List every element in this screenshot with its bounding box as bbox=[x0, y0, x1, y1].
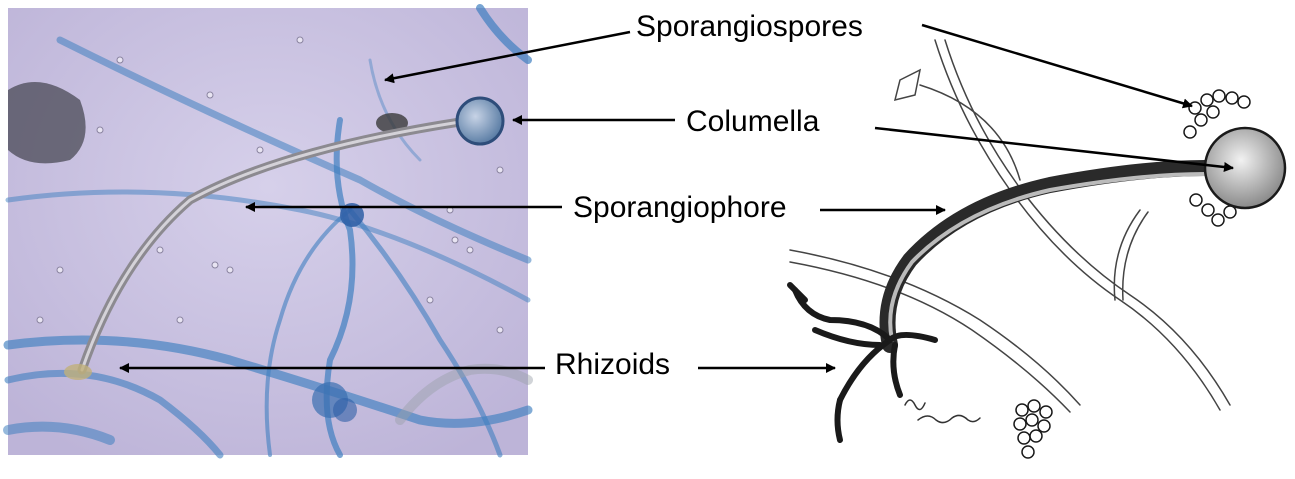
drawing-panel bbox=[770, 10, 1290, 475]
drawing-columella bbox=[1205, 128, 1285, 208]
micrograph-panel bbox=[8, 8, 528, 455]
label-sporangiophore: Sporangiophore bbox=[571, 193, 789, 223]
micrograph-columella bbox=[457, 98, 503, 144]
label-sporangiospores: Sporangiospores bbox=[634, 12, 865, 42]
label-columella: Columella bbox=[684, 107, 821, 137]
label-rhizoids: Rhizoids bbox=[553, 350, 672, 380]
